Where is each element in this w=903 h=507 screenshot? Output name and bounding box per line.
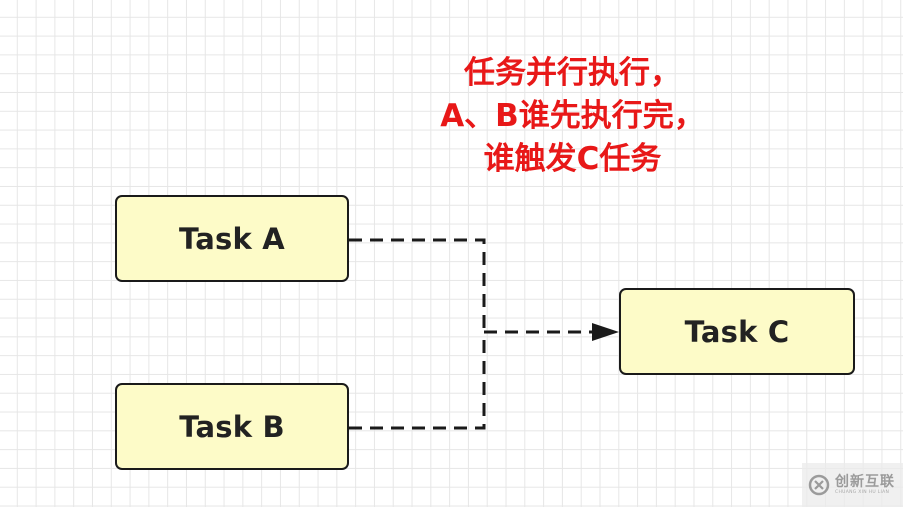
task-c-label: Task C bbox=[684, 314, 790, 349]
note-line-3: 谁触发C任务 bbox=[483, 141, 662, 177]
task-a-node[interactable]: Task A bbox=[115, 195, 349, 282]
note-line-2: A、B谁先执行完， bbox=[440, 98, 705, 134]
task-b-node[interactable]: Task B bbox=[115, 383, 349, 470]
watermark-subtitle: CHUANG XIN HU LIAN bbox=[835, 489, 890, 495]
watermark-logo-icon bbox=[808, 474, 830, 496]
note-line-1: 任务并行执行， bbox=[464, 55, 681, 91]
watermark-name: 创新互联 bbox=[835, 473, 895, 490]
watermark: 创新互联 CHUANG XIN HU LIAN bbox=[802, 463, 903, 507]
task-b-label: Task B bbox=[179, 409, 285, 444]
arrowhead-to-task-c bbox=[592, 323, 619, 341]
task-a-label: Task A bbox=[179, 221, 285, 256]
connector-a-to-junction bbox=[349, 238, 486, 332]
parallel-execution-note: 任务并行执行， A、B谁先执行完， 谁触发C任务 bbox=[420, 52, 725, 181]
connector-b-to-junction bbox=[349, 332, 486, 430]
task-c-node[interactable]: Task C bbox=[619, 288, 855, 375]
